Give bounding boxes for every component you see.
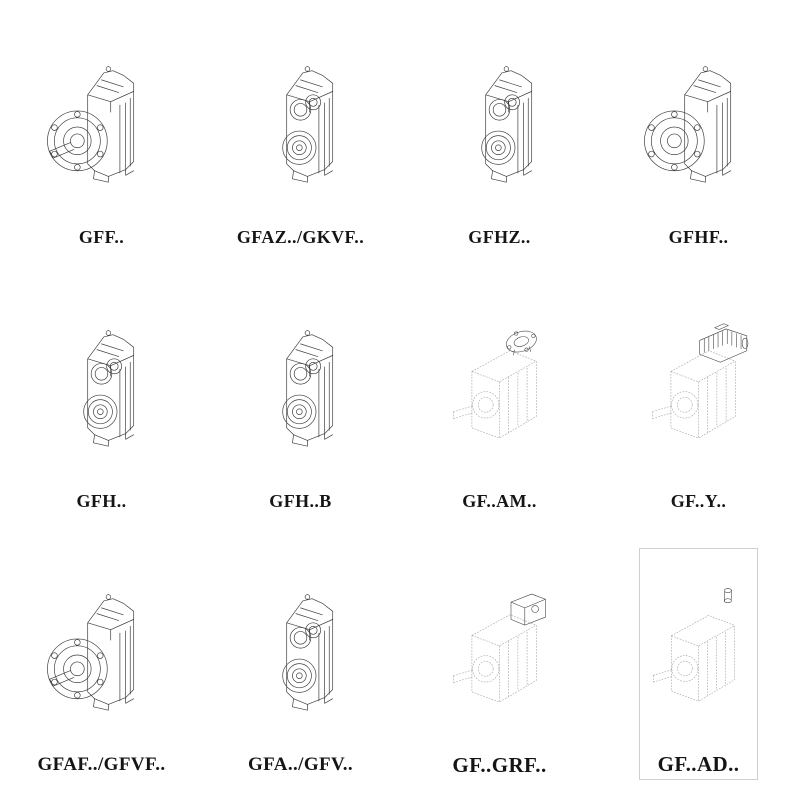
catalog-item-gfaz-gkvf: GFAZ../GKVF.. — [237, 20, 364, 252]
gearbox-drawing-flange — [641, 22, 756, 224]
catalog-item-gfh-b: GFH..B — [241, 284, 360, 516]
gearbox-drawing-dual-bore — [44, 286, 159, 488]
catalog-item-gf-am: GF..AM.. — [440, 284, 559, 516]
catalog-item-gfhz: GFHZ.. — [440, 20, 559, 252]
catalog-item-gfh: GFH.. — [42, 284, 161, 516]
catalog-item-gfa-gfv: GFA../GFV.. — [241, 548, 360, 780]
gearbox-drawing-flange-shaft — [44, 22, 159, 224]
model-label: GF..Y.. — [670, 491, 727, 511]
gearbox-drawing-dual-bore — [243, 22, 358, 224]
model-label: GFA../GFV.. — [247, 754, 354, 775]
catalog-item-gff: GFF.. — [42, 20, 161, 252]
model-label: GFH.. — [76, 491, 127, 511]
catalog-item-gf-ad: GF..AD.. — [639, 548, 758, 780]
catalog-item-gfaf-gfvf: GFAF../GFVF.. — [38, 548, 165, 780]
gearbox-drawing-phantom-motor — [641, 286, 756, 488]
catalog-item-gf-y: GF..Y.. — [639, 284, 758, 516]
model-label: GF..AD.. — [657, 752, 740, 776]
gearbox-drawing-flange-shaft — [44, 550, 159, 752]
gearbox-drawing-phantom-adapter — [442, 550, 557, 752]
model-label: GFH..B — [269, 491, 332, 511]
gearbox-drawing-phantom-flange — [442, 286, 557, 488]
gearbox-drawing-phantom-input-shaft — [642, 551, 755, 751]
model-label: GF..GRF.. — [452, 753, 547, 777]
model-label: GFHF.. — [668, 227, 729, 247]
catalog-item-gfhf: GFHF.. — [639, 20, 758, 252]
catalog-item-gf-grf: GF..GRF.. — [440, 548, 559, 780]
model-label: GFAZ../GKVF.. — [236, 227, 365, 247]
model-label: GF..AM.. — [462, 491, 537, 511]
model-label: GFF.. — [78, 227, 125, 247]
gearbox-drawing-dual-bore — [442, 22, 557, 224]
gearbox-drawing-dual-bore — [243, 286, 358, 488]
model-label: GFAF../GFVF.. — [37, 754, 166, 775]
gearbox-drawing-dual-bore — [243, 550, 358, 752]
model-label: GFHZ.. — [468, 227, 531, 247]
